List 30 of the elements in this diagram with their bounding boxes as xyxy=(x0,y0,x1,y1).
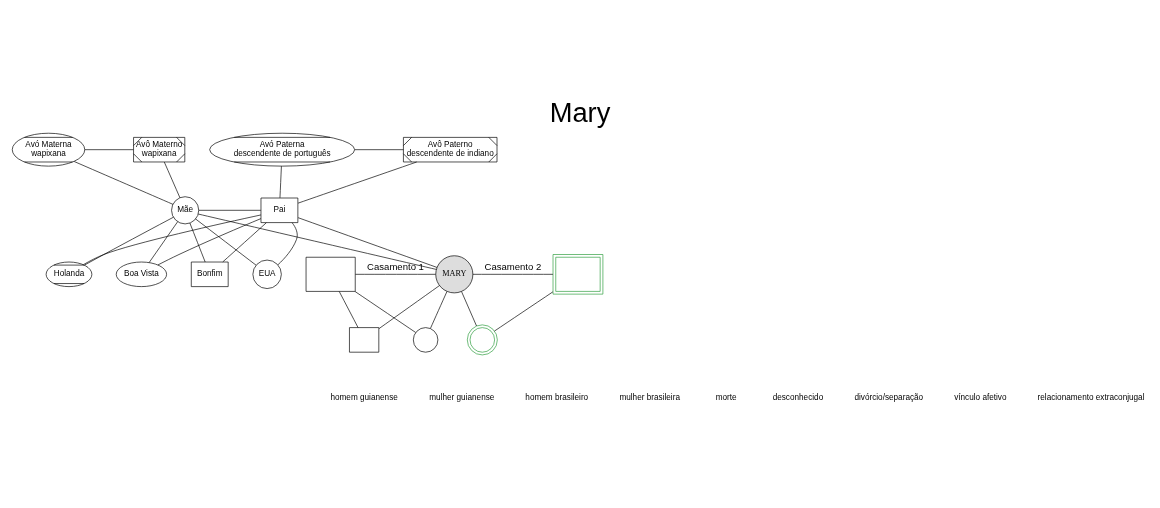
connector xyxy=(354,149,404,150)
connector xyxy=(277,222,298,266)
edge-label: Casamento 2 xyxy=(484,260,542,272)
connector xyxy=(148,221,179,263)
connector xyxy=(195,218,257,266)
connector xyxy=(84,216,174,266)
edge-label: Casamento 1 xyxy=(367,260,424,272)
connector xyxy=(197,213,437,270)
connector xyxy=(494,291,554,332)
connector xyxy=(378,285,440,329)
node-box xyxy=(305,256,356,292)
connector xyxy=(297,161,417,204)
connector xyxy=(355,274,436,275)
connector xyxy=(84,149,134,150)
node-circle xyxy=(413,327,439,353)
connector xyxy=(157,218,262,266)
connector xyxy=(338,291,359,328)
node-box xyxy=(349,327,380,353)
diagram-title: Mary xyxy=(549,97,611,129)
connector xyxy=(222,222,267,263)
connector xyxy=(354,291,416,333)
connector xyxy=(83,214,262,265)
connector xyxy=(430,291,448,329)
connector xyxy=(279,165,282,199)
connector xyxy=(189,222,206,263)
connector xyxy=(461,291,477,327)
connector xyxy=(73,161,174,205)
connector xyxy=(297,217,438,268)
connector xyxy=(198,209,262,211)
connector xyxy=(163,161,181,199)
